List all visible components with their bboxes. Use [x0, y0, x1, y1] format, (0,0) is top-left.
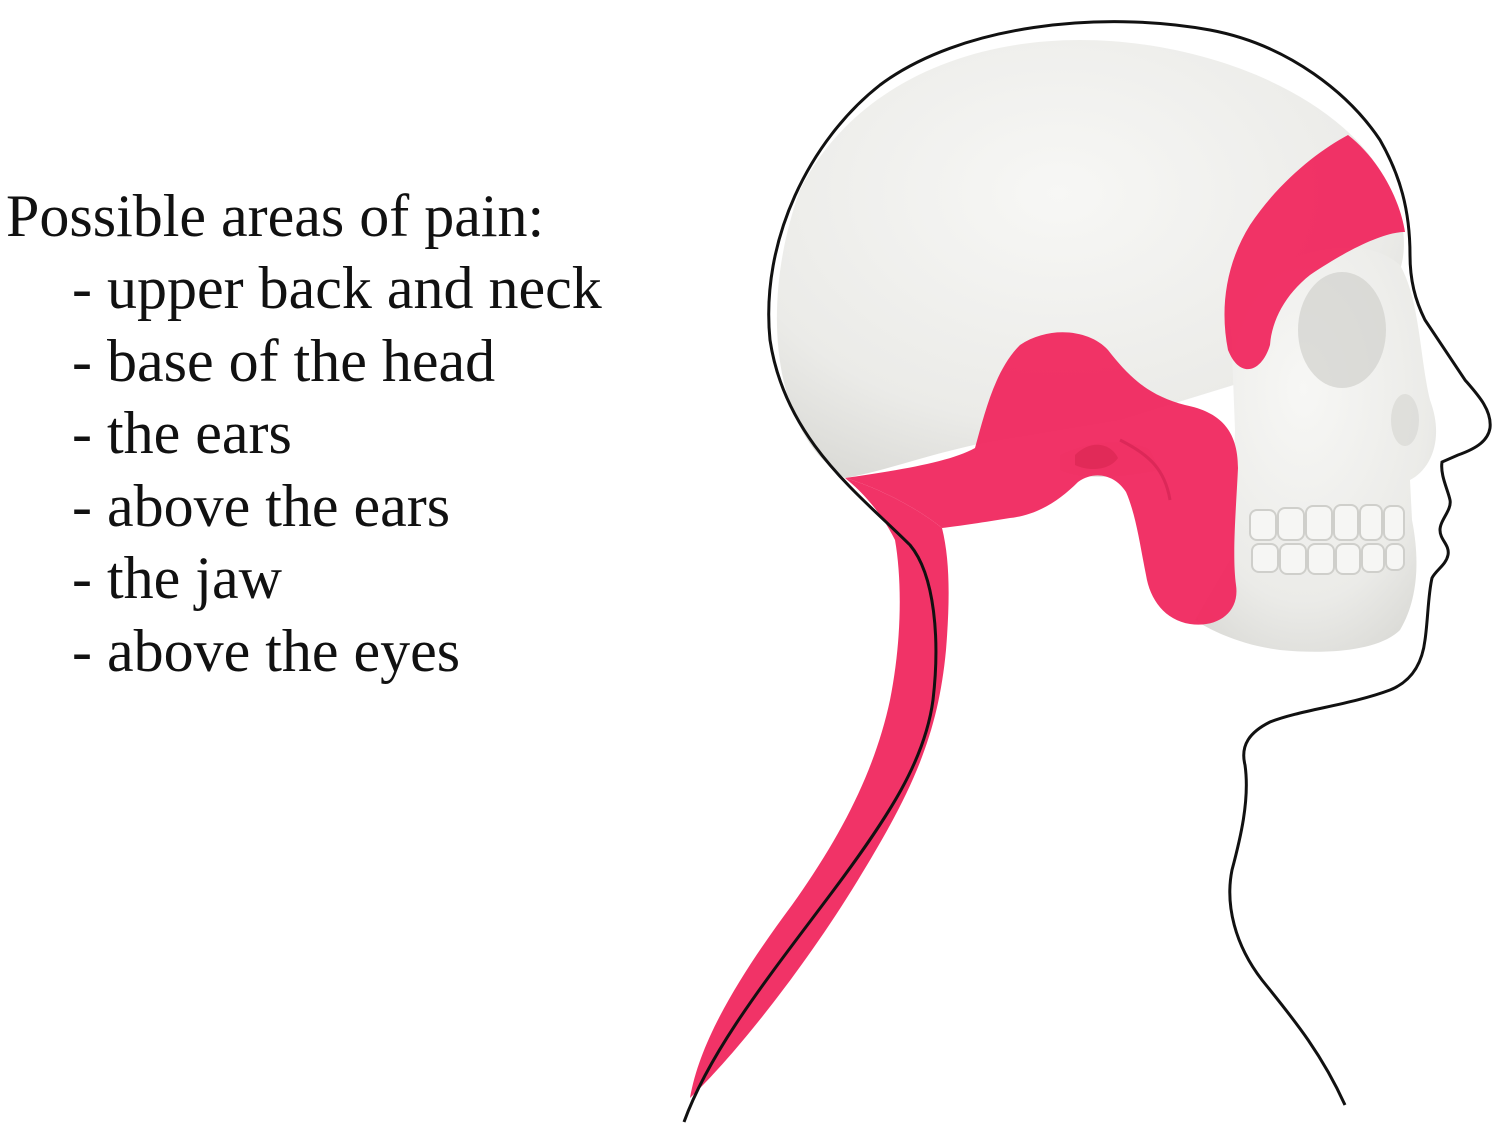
pain-region-neck-upper-back: [690, 478, 949, 1098]
skull-orbit: [1298, 272, 1386, 388]
pain-area-item: - above the ears: [72, 472, 451, 539]
pain-region-base-ears-jaw: [845, 332, 1238, 625]
pain-area-item: - base of the head: [72, 327, 496, 394]
skull-nasal-cavity: [1391, 394, 1419, 446]
pain-area-item: - upper back and neck: [72, 255, 602, 321]
pain-areas-text: Possible areas of pain: - upper back and…: [6, 180, 602, 687]
head-outline: [682, 20, 1492, 1123]
skull-teeth: [1249, 504, 1405, 575]
pain-areas-list: - upper back and neck - base of the head…: [6, 252, 602, 687]
pain-areas-heading: Possible areas of pain:: [6, 183, 545, 249]
pain-region-above-eyes: [1224, 135, 1405, 370]
skull-condyle: [1119, 438, 1172, 501]
pain-area-item: - above the eyes: [72, 617, 461, 684]
pain-area-item: - the jaw: [72, 545, 282, 611]
skull-ear-canal: [1075, 444, 1118, 470]
pain-area-item: - the ears: [72, 400, 292, 466]
